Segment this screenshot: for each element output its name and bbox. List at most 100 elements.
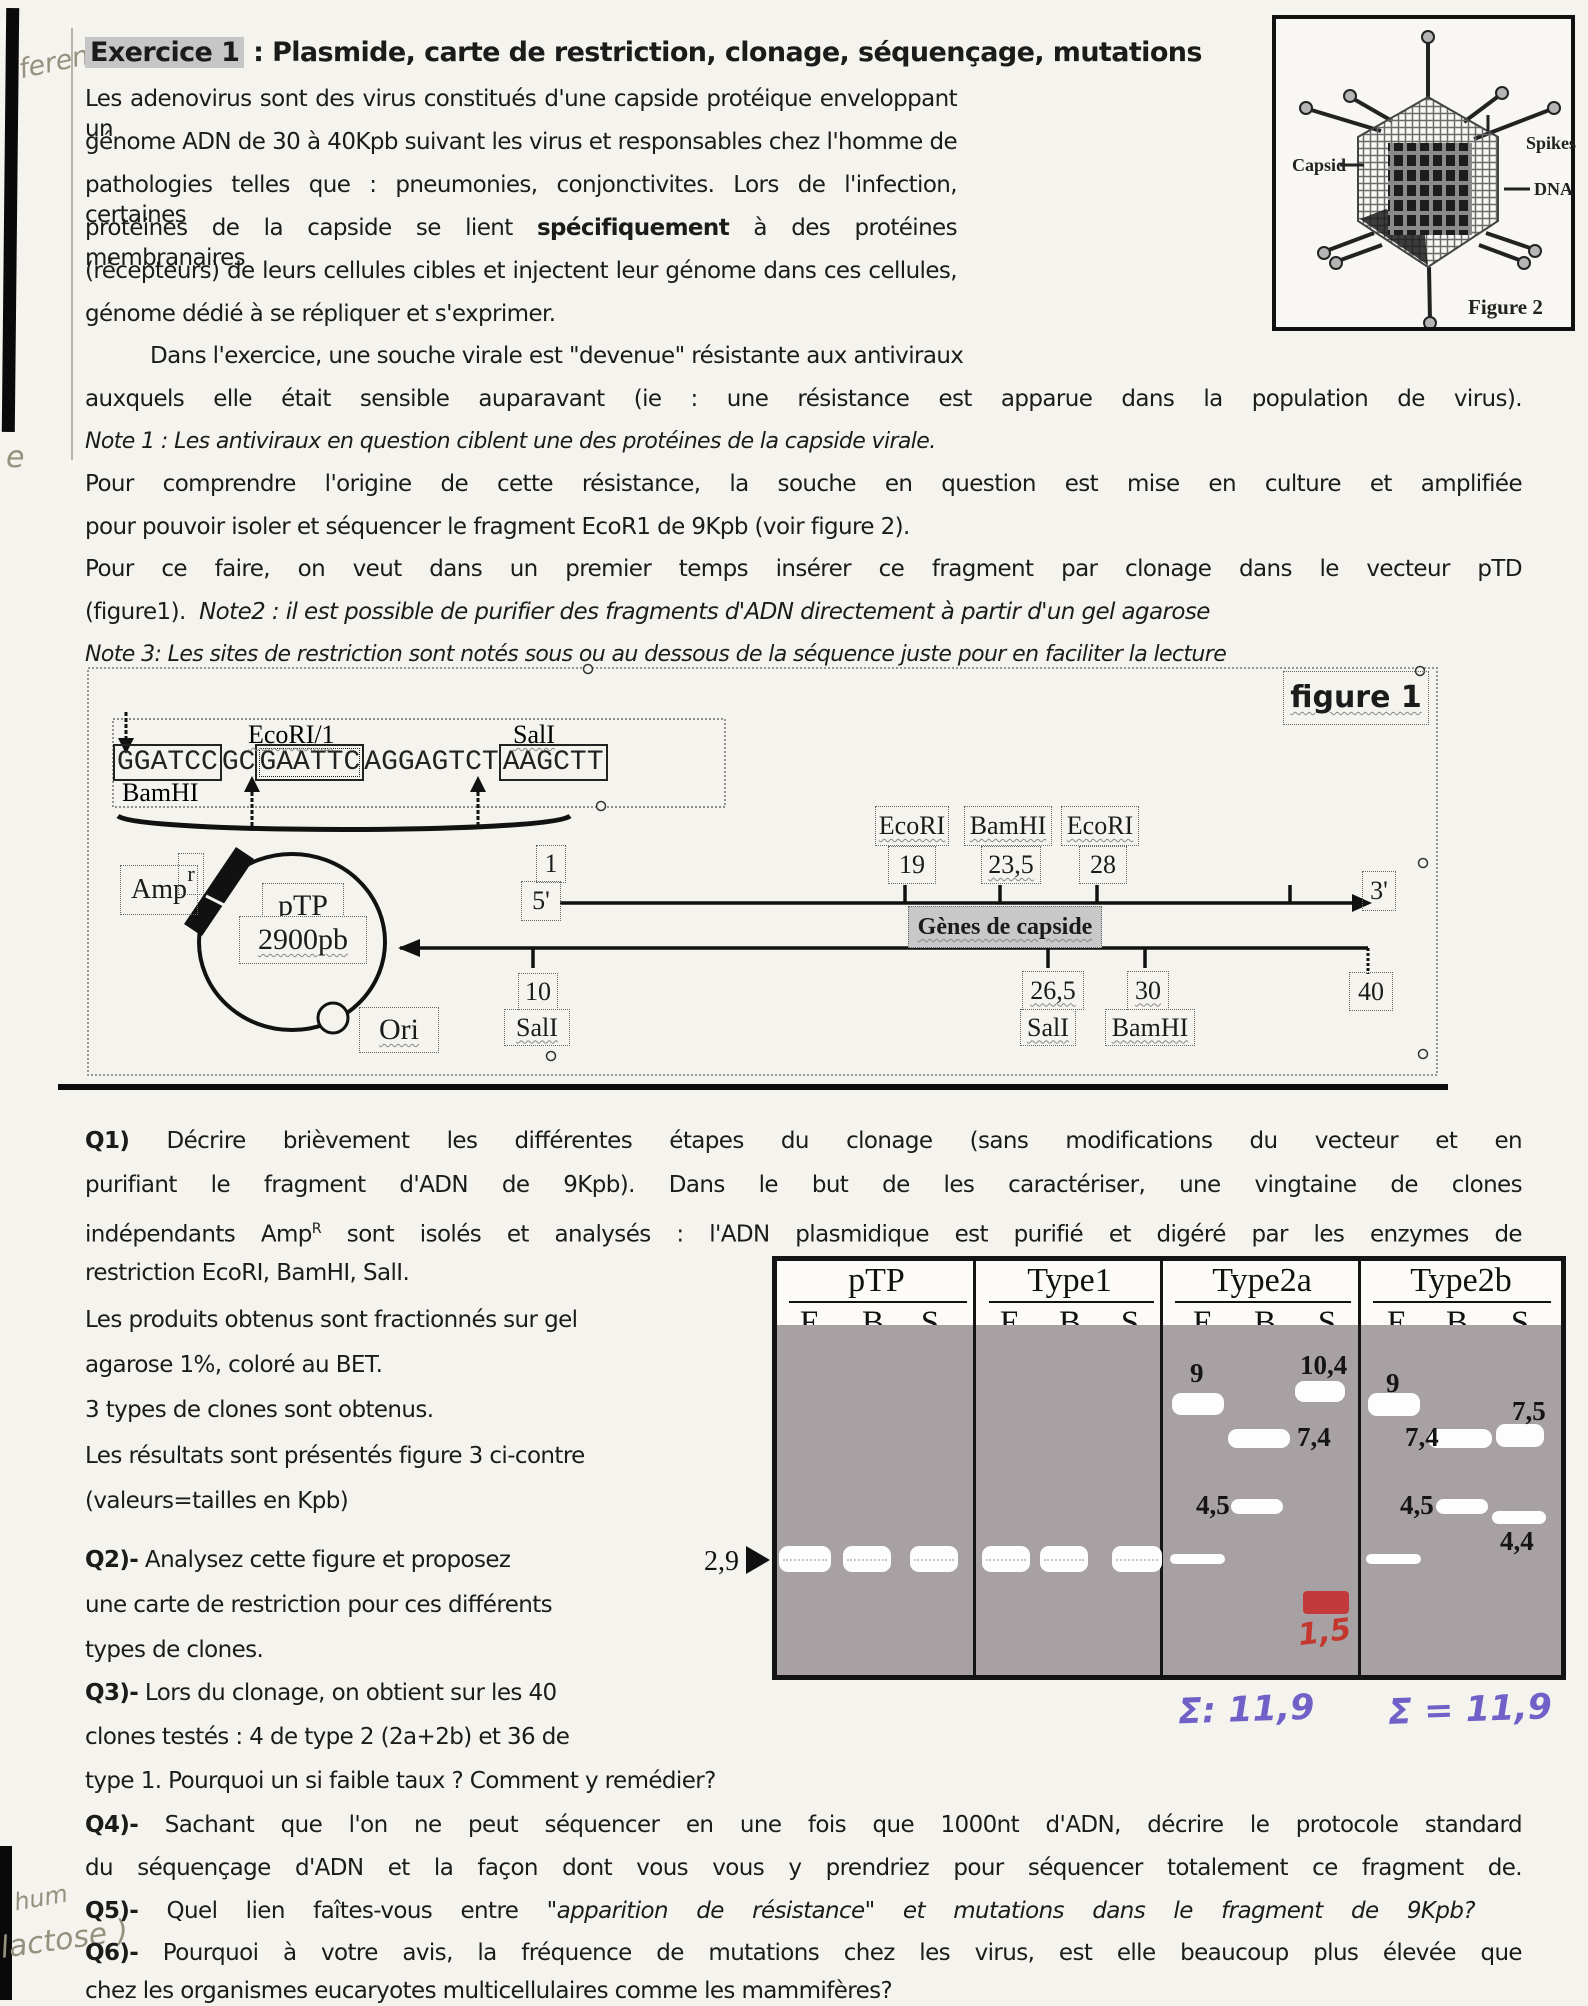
gel-band-label: 9 (1190, 1358, 1204, 1388)
gel-marker-arrow (746, 1546, 770, 1574)
handwritten-sum-2a: Σ: 11,9 (1177, 1687, 1316, 1733)
paragraph-line: Pour ce faire, on veut dans un premier t… (85, 556, 1523, 582)
q1-line: restriction EcoRI, BamHI, SalI. (85, 1260, 410, 1286)
paragraph-line: Pour comprendre l'origine de cette résis… (85, 471, 1523, 497)
plasmid-ori-label: Ori (359, 1007, 439, 1053)
ecori-label: EcoRI/1 (248, 720, 335, 749)
figure-2-adenovirus-box: Capsid Spikes DNA Figure 2 (1272, 15, 1577, 331)
gel-group-header: Type2b (1410, 1262, 1512, 1299)
gel-divider (1358, 1261, 1361, 1675)
map-pos-28: 28 (1079, 846, 1127, 884)
paragraph-line: protéines de la capside se lient spécifi… (85, 215, 958, 271)
gel-band-label: 4,5 (1196, 1490, 1230, 1520)
note-line: Note 1 : Les antiviraux en question cibl… (85, 429, 936, 454)
plasmid-amp-sup: r (178, 853, 204, 895)
middle-bases: AGGAGTCT (364, 747, 499, 778)
gel-band (1112, 1546, 1162, 1572)
gel-band (1496, 1424, 1544, 1447)
gel-gray-area (777, 1325, 1561, 1675)
gel-band (982, 1546, 1030, 1572)
gel-header-underline (1373, 1301, 1551, 1303)
handwritten-sum-2b: Σ = 11,9 (1387, 1687, 1553, 1733)
gel-band (910, 1546, 958, 1572)
q3-line: type 1. Pourquoi un si faible taux ? Com… (85, 1768, 716, 1794)
gel-band (1231, 1499, 1283, 1514)
handwritten-red-value: 1,5 (1296, 1611, 1354, 1654)
bamhi-site: GGATCC (113, 744, 222, 781)
gel-group-header: Type2a (1212, 1262, 1312, 1299)
paragraph-line: (figure1). Note2 : il est possible de pu… (85, 599, 1210, 625)
q2-line: une carte de restriction pour ces différ… (85, 1592, 553, 1618)
gel-band (1492, 1511, 1546, 1524)
gel-header-underline (989, 1301, 1154, 1303)
gel-band-label: 7,4 (1405, 1422, 1439, 1452)
map-three-prime: 3' (1362, 871, 1396, 911)
q1-line: Q1) Décrire brièvement les différentes é… (85, 1128, 1523, 1154)
paragraph-line: pathologies telles que : pneumonies, con… (85, 172, 958, 228)
scan-edge-bar-top (1, 7, 20, 433)
paragraph-line: génome dédié à se répliquer et s'exprime… (85, 301, 556, 327)
col-line: agarose 1%, coloré au BET. (85, 1352, 383, 1378)
gel-band (1040, 1546, 1088, 1572)
handwritten-margin-note-bottom1: hum (11, 1879, 70, 1917)
map-enzyme-ecori-19: EcoRI (875, 806, 949, 846)
q5-line: Q5)- Quel lien faîtes-vous entre "appari… (85, 1898, 1476, 1924)
gel-marker-29: 2,9 (704, 1546, 739, 1577)
map-pos-40: 40 (1349, 972, 1393, 1011)
col-line: 3 types de clones sont obtenus. (85, 1397, 434, 1423)
map-pos-19: 19 (888, 846, 936, 884)
adenovirus-illustration (1299, 30, 1561, 327)
plasmid-amp-label: Amp (120, 865, 198, 915)
q4-line: du séquençage d'ADN et la façon dont vou… (85, 1855, 1523, 1881)
sali-site: AAGCTT (498, 744, 608, 781)
gel-band (1170, 1554, 1225, 1564)
handwritten-margin-letter: e (6, 440, 25, 475)
gel-band (1436, 1499, 1488, 1514)
q1-line: purifiant le fragment d'ADN de 9Kpb). Da… (85, 1172, 1523, 1198)
gel-band (1368, 1393, 1420, 1416)
q1-line: indépendants AmpR sont isolés et analysé… (85, 1221, 1523, 1248)
map-enzyme-bamhi-30: BamHI (1105, 1009, 1195, 1046)
paragraph-line: Les adenovirus sont des virus constitués… (85, 86, 958, 142)
col-line: Les produits obtenus sont fractionnés su… (85, 1307, 578, 1333)
gel-band (1366, 1554, 1421, 1564)
gel-divider (973, 1261, 976, 1675)
linker-bases: GC (221, 747, 256, 778)
gel-band (1228, 1429, 1290, 1448)
figure-3-gel-table: pTP Type1 Type2a Type2b E B S E B S E B … (772, 1256, 1566, 1680)
paragraph-line: pour pouvoir isoler et séquencer le frag… (85, 514, 910, 540)
gel-band (1295, 1381, 1345, 1402)
map-enzyme-ecori-28: EcoRI (1061, 806, 1139, 846)
map-pos-10: 10 (518, 973, 558, 1010)
q6-line: Q6)- Pourquoi à votre avis, la fréquence… (85, 1940, 1523, 1966)
gel-band-label: 7,5 (1512, 1396, 1546, 1426)
col-line: (valeurs=tailles en Kpb) (85, 1488, 349, 1514)
q3-line: clones testés : 4 de type 2 (2a+2b) et 3… (85, 1724, 570, 1750)
q2-line: types de clones. (85, 1637, 264, 1663)
q4-line: Q4)- Sachant que l'on ne peut séquencer … (85, 1812, 1523, 1838)
gel-band (1172, 1393, 1224, 1415)
figure1-caption: figure 1 (1283, 671, 1429, 725)
figure2-caption: Figure 2 (1468, 295, 1543, 319)
gel-band-label: 9 (1386, 1368, 1400, 1398)
gel-band-label: 4,4 (1500, 1526, 1534, 1556)
figure2-label-dna: DNA (1534, 179, 1573, 199)
exercise-title: Exercice 1 : Plasmide, carte de restrict… (85, 37, 1202, 68)
gel-group-header: Type1 (1027, 1262, 1112, 1299)
q2-line: Q2)- Analysez cette figure et proposez (85, 1547, 511, 1573)
gel-band-label: 4,5 (1400, 1490, 1434, 1520)
gel-band-red (1303, 1591, 1349, 1614)
ecori-site: GAATTC (255, 744, 365, 781)
gel-band-label: 10,4 (1300, 1350, 1348, 1380)
figure2-label-capsid: Capsid (1292, 155, 1347, 175)
gel-divider (1160, 1261, 1163, 1675)
bamhi-label: BamHI (122, 778, 199, 807)
q6-line: chez les organismes eucaryotes multicell… (85, 1978, 893, 2004)
figure2-label-spikes: Spikes (1526, 133, 1577, 153)
note-line: Note 3: Les sites de restriction sont no… (85, 642, 1227, 667)
gel-band (779, 1546, 831, 1572)
plasmid-size: 2900pb (239, 916, 367, 964)
gel-band (843, 1546, 891, 1572)
paragraph-line: Dans l'exercice, une souche virale est "… (150, 343, 964, 369)
